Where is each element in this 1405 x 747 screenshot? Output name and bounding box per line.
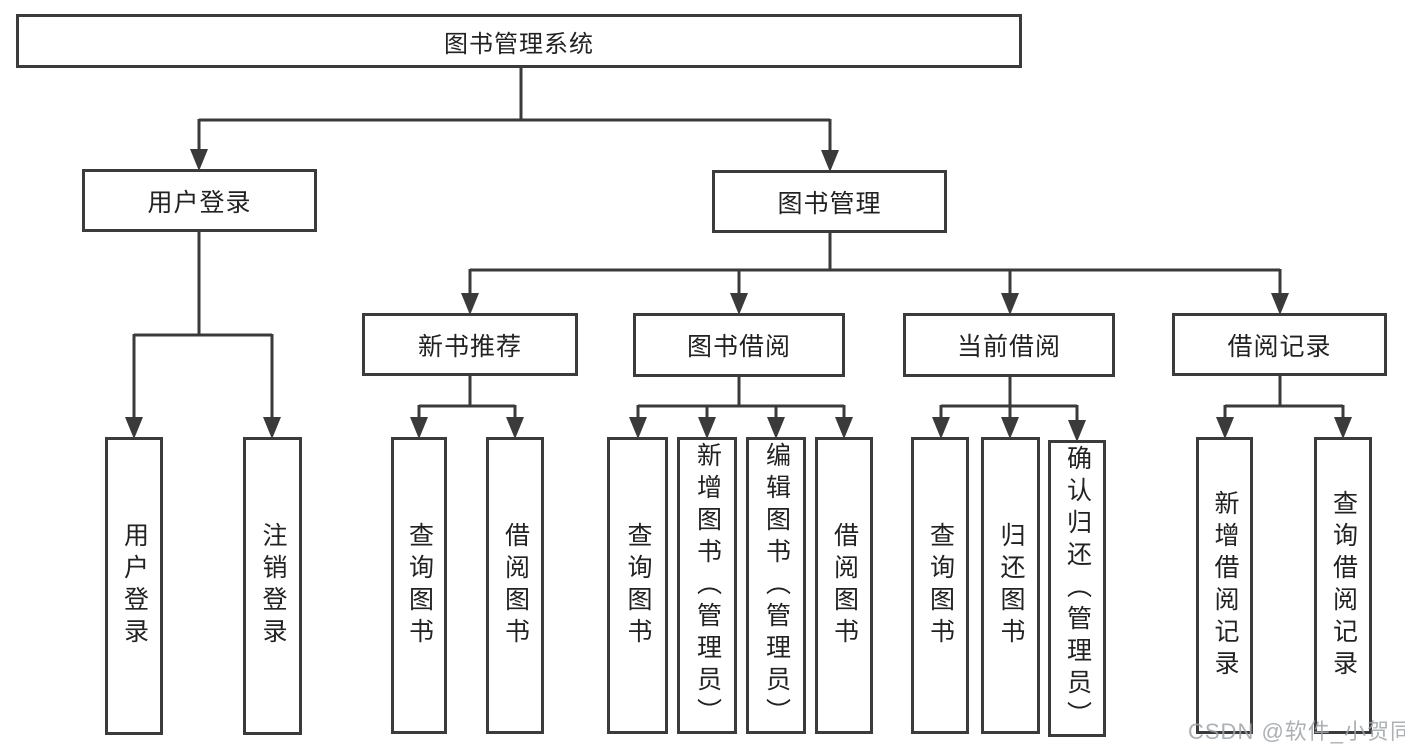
leaf-label: 编辑图书（管理员） bbox=[762, 441, 791, 730]
node-book-borrow: 图书借阅 bbox=[633, 313, 845, 377]
node-borrow-records: 借阅记录 bbox=[1172, 313, 1387, 376]
leaf-query-books-borrow: 查询图书 bbox=[607, 437, 668, 734]
leaf-label: 注销登录 bbox=[259, 522, 287, 650]
node-library-system: 图书管理系统 bbox=[16, 14, 1022, 68]
node-label: 用户登录 bbox=[147, 188, 252, 217]
leaf-label: 归还图书 bbox=[997, 521, 1025, 650]
leaf-confirm-return-admin: 确认归还（管理员） bbox=[1048, 440, 1106, 737]
leaf-label: 借阅图书 bbox=[501, 521, 530, 650]
node-book-management: 图书管理 bbox=[712, 170, 947, 233]
leaf-label: 借阅图书 bbox=[830, 521, 859, 650]
node-label: 图书借阅 bbox=[686, 333, 791, 361]
node-label: 借阅记录 bbox=[1227, 332, 1332, 361]
node-user-login: 用户登录 bbox=[82, 169, 317, 232]
leaf-query-books-current: 查询图书 bbox=[911, 437, 969, 734]
node-label: 当前借阅 bbox=[956, 333, 1061, 361]
leaf-add-books-admin: 新增图书（管理员） bbox=[677, 437, 737, 734]
leaf-return-books: 归还图书 bbox=[981, 437, 1040, 734]
leaf-label: 查询图书 bbox=[624, 521, 652, 650]
leaf-add-borrow-record: 新增借阅记录 bbox=[1196, 437, 1253, 734]
leaf-query-borrow-record: 查询借阅记录 bbox=[1314, 437, 1372, 734]
node-label: 新书推荐 bbox=[417, 332, 522, 361]
node-current-borrow: 当前借阅 bbox=[903, 313, 1115, 377]
node-label: 图书管理 bbox=[777, 189, 882, 218]
leaf-user-login: 用户登录 bbox=[105, 437, 163, 735]
leaf-label: 新增借阅记录 bbox=[1211, 489, 1239, 682]
leaf-logout: 注销登录 bbox=[243, 437, 302, 735]
leaf-edit-books-admin: 编辑图书（管理员） bbox=[746, 437, 806, 734]
leaf-query-books-recommend: 查询图书 bbox=[391, 437, 447, 734]
node-new-book-recommend: 新书推荐 bbox=[362, 313, 578, 376]
leaf-label: 查询借阅记录 bbox=[1329, 489, 1358, 682]
node-label: 图书管理系统 bbox=[444, 30, 594, 58]
leaf-label: 用户登录 bbox=[120, 522, 149, 650]
leaf-borrow-books: 借阅图书 bbox=[815, 437, 873, 734]
leaf-label: 新增图书（管理员） bbox=[693, 441, 722, 730]
csdn-watermark: CSDN @软件_小贺同学 bbox=[1188, 719, 1405, 744]
leaf-label: 查询图书 bbox=[405, 521, 434, 650]
leaf-label: 查询图书 bbox=[926, 521, 955, 650]
leaf-label: 确认归还（管理员） bbox=[1063, 444, 1092, 733]
leaf-borrow-books-recommend: 借阅图书 bbox=[486, 437, 544, 734]
